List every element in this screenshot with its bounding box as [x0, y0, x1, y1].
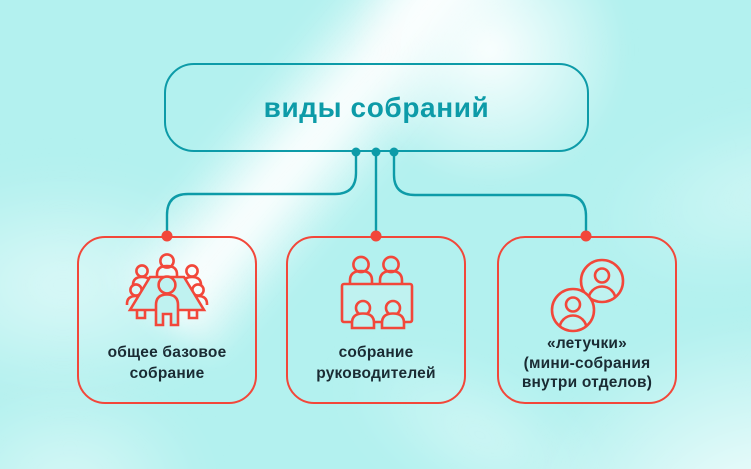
conference-table-icon	[125, 249, 209, 335]
node-label-line: собрание	[338, 344, 414, 361]
node-label-line: общее базовое	[107, 344, 227, 361]
node-label: общее базовое собрание	[83, 343, 251, 384]
node-label-line: (мини-собрания	[523, 354, 651, 372]
node-label-line: собрание	[129, 364, 205, 382]
node-quick-meetings: «летучки» (мини-собрания внутри отделов)	[497, 236, 677, 404]
page-title: виды собраний	[263, 91, 490, 123]
node-label-line: «летучки»	[547, 335, 627, 352]
node-label: собрание руководителей	[292, 343, 460, 384]
node-general-meeting: общее базовое собрание	[77, 236, 257, 404]
node-label-line: руководителей	[316, 364, 436, 382]
node-label-line: внутри отделов)	[521, 374, 653, 391]
node-managers-meeting: собрание руководителей	[286, 236, 466, 404]
node-label: «летучки» (мини-собрания внутри отделов)	[503, 334, 671, 393]
managers-table-icon	[338, 254, 416, 330]
people-circles-icon	[550, 257, 626, 333]
title-node: виды собраний	[164, 63, 589, 152]
